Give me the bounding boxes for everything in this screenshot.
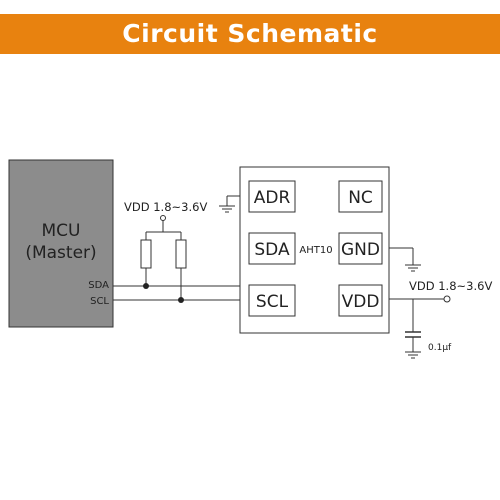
supply-vdd-label: VDD 1.8~3.6V: [409, 279, 492, 293]
gnd-pin-ground: [389, 247, 421, 272]
scl-pullup-resistor: [175, 239, 187, 269]
scl-junction-dot: [178, 297, 184, 303]
mcu-sda-pin-label: SDA: [88, 280, 109, 291]
pin-vdd-label: VDD: [342, 292, 380, 312]
pin-adr-label: ADR: [254, 188, 291, 208]
chip-name-label: AHT10: [299, 245, 332, 256]
capacitor-value-label: 0.1µf: [428, 343, 452, 353]
mcu-label: MCU: [42, 221, 81, 241]
pullup-network: [140, 215, 187, 300]
page-title: Circuit Schematic: [122, 19, 378, 48]
mcu-block: [8, 159, 114, 328]
pin-vdd-box: [338, 284, 383, 317]
pin-scl-label: SCL: [256, 292, 289, 312]
pin-sda-label: SDA: [254, 240, 290, 260]
pin-nc-label: NC: [348, 188, 373, 208]
i2c-bus: [113, 285, 240, 301]
mcu-role-label: (Master): [25, 243, 96, 263]
pin-scl-box: [248, 284, 296, 317]
mcu-scl-pin-label: SCL: [90, 296, 109, 307]
pin-sda-box: [248, 232, 296, 265]
pin-nc-box: [338, 180, 383, 213]
pin-gnd-label: GND: [341, 240, 380, 260]
vdd-terminal: [443, 295, 451, 303]
pin-adr-box: [248, 180, 296, 213]
title-banner: Circuit Schematic: [0, 14, 500, 54]
adr-ground: [219, 195, 240, 213]
sda-pullup-resistor: [140, 239, 152, 269]
vdd-supply: [389, 295, 451, 359]
pin-gnd-box: [338, 232, 383, 265]
pullup-vdd-label: VDD 1.8~3.6V: [124, 200, 207, 214]
sda-junction-dot: [143, 283, 149, 289]
